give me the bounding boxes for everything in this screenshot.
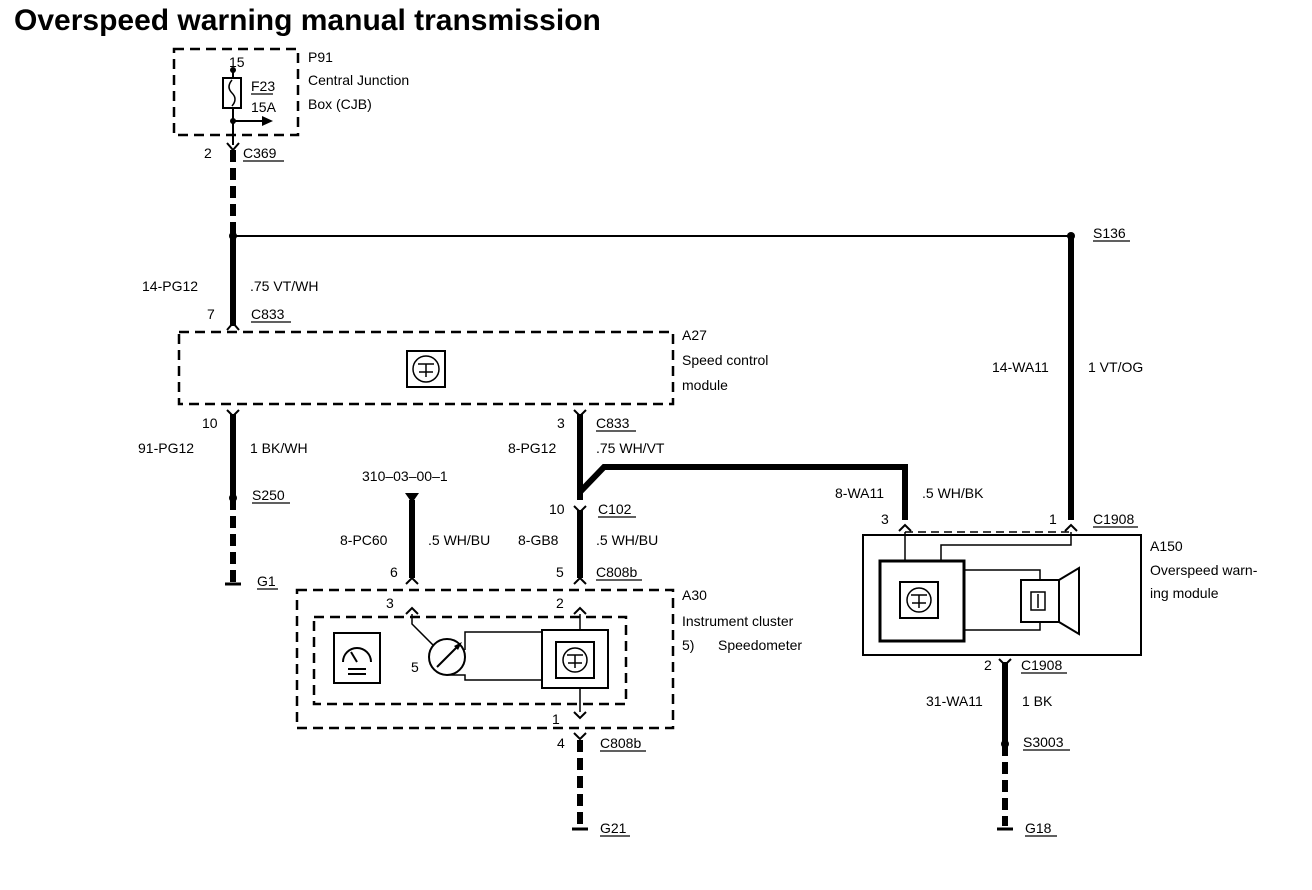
overspeed-module-icon [899, 581, 939, 619]
wire-8pc60-spec: .5 WH/BU [428, 532, 490, 548]
splice-s250: S250 [252, 487, 285, 503]
wire-8pc60-circuit: 8-PC60 [340, 532, 388, 548]
ground-g18: G18 [1025, 820, 1052, 836]
instrument-cluster-box [295, 588, 675, 730]
speed-control-module-box [177, 330, 675, 406]
a27-conn-right: C833 [596, 415, 630, 431]
a27-pin-10: 10 [202, 415, 218, 431]
a27-pin-3: 3 [557, 415, 565, 431]
wire-14pg12-spec: .75 VT/WH [250, 278, 318, 294]
cluster-pin-5: 5 [411, 659, 419, 675]
c808b-top-connector: C808b [596, 564, 637, 580]
c808b-pin-6: 6 [390, 564, 398, 580]
cjb-pin-15: 15 [229, 54, 245, 70]
wire-31wa11-circuit: 31-WA11 [926, 693, 983, 709]
c1908-bottom-connector: C1908 [1021, 657, 1062, 673]
c369-pin: 2 [204, 145, 212, 161]
c808b-pin-5: 5 [556, 564, 564, 580]
cjb-name-line2: Box (CJB) [308, 96, 372, 112]
a30-id: A30 [682, 587, 707, 603]
speedometer-box [312, 615, 628, 706]
overspeed-electronics-box [878, 559, 966, 643]
wire-8gb8-circuit: 8-GB8 [518, 532, 559, 548]
overspeed-warning-module-box [862, 534, 1142, 656]
wire-31wa11-spec: 1 BK [1022, 693, 1053, 709]
splice-s3003: S3003 [1023, 734, 1064, 750]
arrow-right-icon [262, 116, 273, 126]
a27-pin-7: 7 [207, 306, 215, 322]
cjb-box [172, 47, 300, 137]
c1908-bottom-pin: 2 [984, 657, 992, 673]
reference-arrow-icon [405, 493, 419, 503]
a150-name-line1: Overspeed warn- [1150, 562, 1258, 578]
c1908-pin-1: 1 [1049, 511, 1057, 527]
cluster-pin-2: 2 [556, 595, 564, 611]
diagram-title: Overspeed warning manual transmission [14, 4, 601, 37]
a27-id: A27 [682, 327, 707, 343]
a30-name: Instrument cluster [682, 613, 794, 629]
c1908-top-connector: C1908 [1093, 511, 1134, 527]
c369-connector: C369 [243, 145, 277, 161]
ground-g1: G1 [257, 573, 276, 589]
ground-g21: G21 [600, 820, 627, 836]
c1908-pin-3: 3 [881, 511, 889, 527]
a30-sub-name: Speedometer [718, 637, 802, 653]
fuse-id: F23 [251, 78, 275, 94]
wire-14pg12-circuit: 14-PG12 [142, 278, 198, 294]
wire-91pg12-spec: 1 BK/WH [250, 440, 308, 456]
c808b-bottom-pin: 4 [557, 735, 565, 751]
a27-name-line2: module [682, 377, 728, 393]
wire-8wa11-spec: .5 WH/BK [922, 485, 984, 501]
fuse-rating: 15A [251, 99, 277, 115]
wire-8pg12-circuit: 8-PG12 [508, 440, 556, 456]
wire-14wa11-spec: 1 VT/OG [1088, 359, 1143, 375]
wire-8gb8-spec: .5 WH/BU [596, 532, 658, 548]
c102-pin: 10 [549, 501, 565, 517]
a150-name-line2: ing module [1150, 585, 1219, 601]
a150-id: A150 [1150, 538, 1183, 554]
cjb-id: P91 [308, 49, 333, 65]
a27-conn-top: C833 [251, 306, 285, 322]
buzzer-icon [1020, 566, 1080, 636]
cjb-name-line1: Central Junction [308, 72, 409, 88]
wire-8pg12-spec: .75 WH/VT [596, 440, 665, 456]
c808b-bottom-connector: C808b [600, 735, 641, 751]
a30-sub: 5) [682, 637, 694, 653]
wire-91pg12-circuit: 91-PG12 [138, 440, 194, 456]
c102-connector: C102 [598, 501, 632, 517]
cluster-pin-3: 3 [386, 595, 394, 611]
cluster-module-icon [541, 629, 609, 689]
gauge-icon [333, 632, 381, 684]
a27-name-line1: Speed control [682, 352, 768, 368]
fuse-element-icon [228, 79, 236, 107]
wire-8wa11-circuit: 8-WA11 [835, 485, 884, 501]
electronic-module-icon [406, 350, 446, 388]
cluster-pin-1: 1 [552, 711, 560, 727]
wire-14wa11-circuit: 14-WA11 [992, 359, 1049, 375]
splice-s136: S136 [1093, 225, 1126, 241]
reference-310-03-00-1: 310–03–00–1 [362, 468, 448, 484]
